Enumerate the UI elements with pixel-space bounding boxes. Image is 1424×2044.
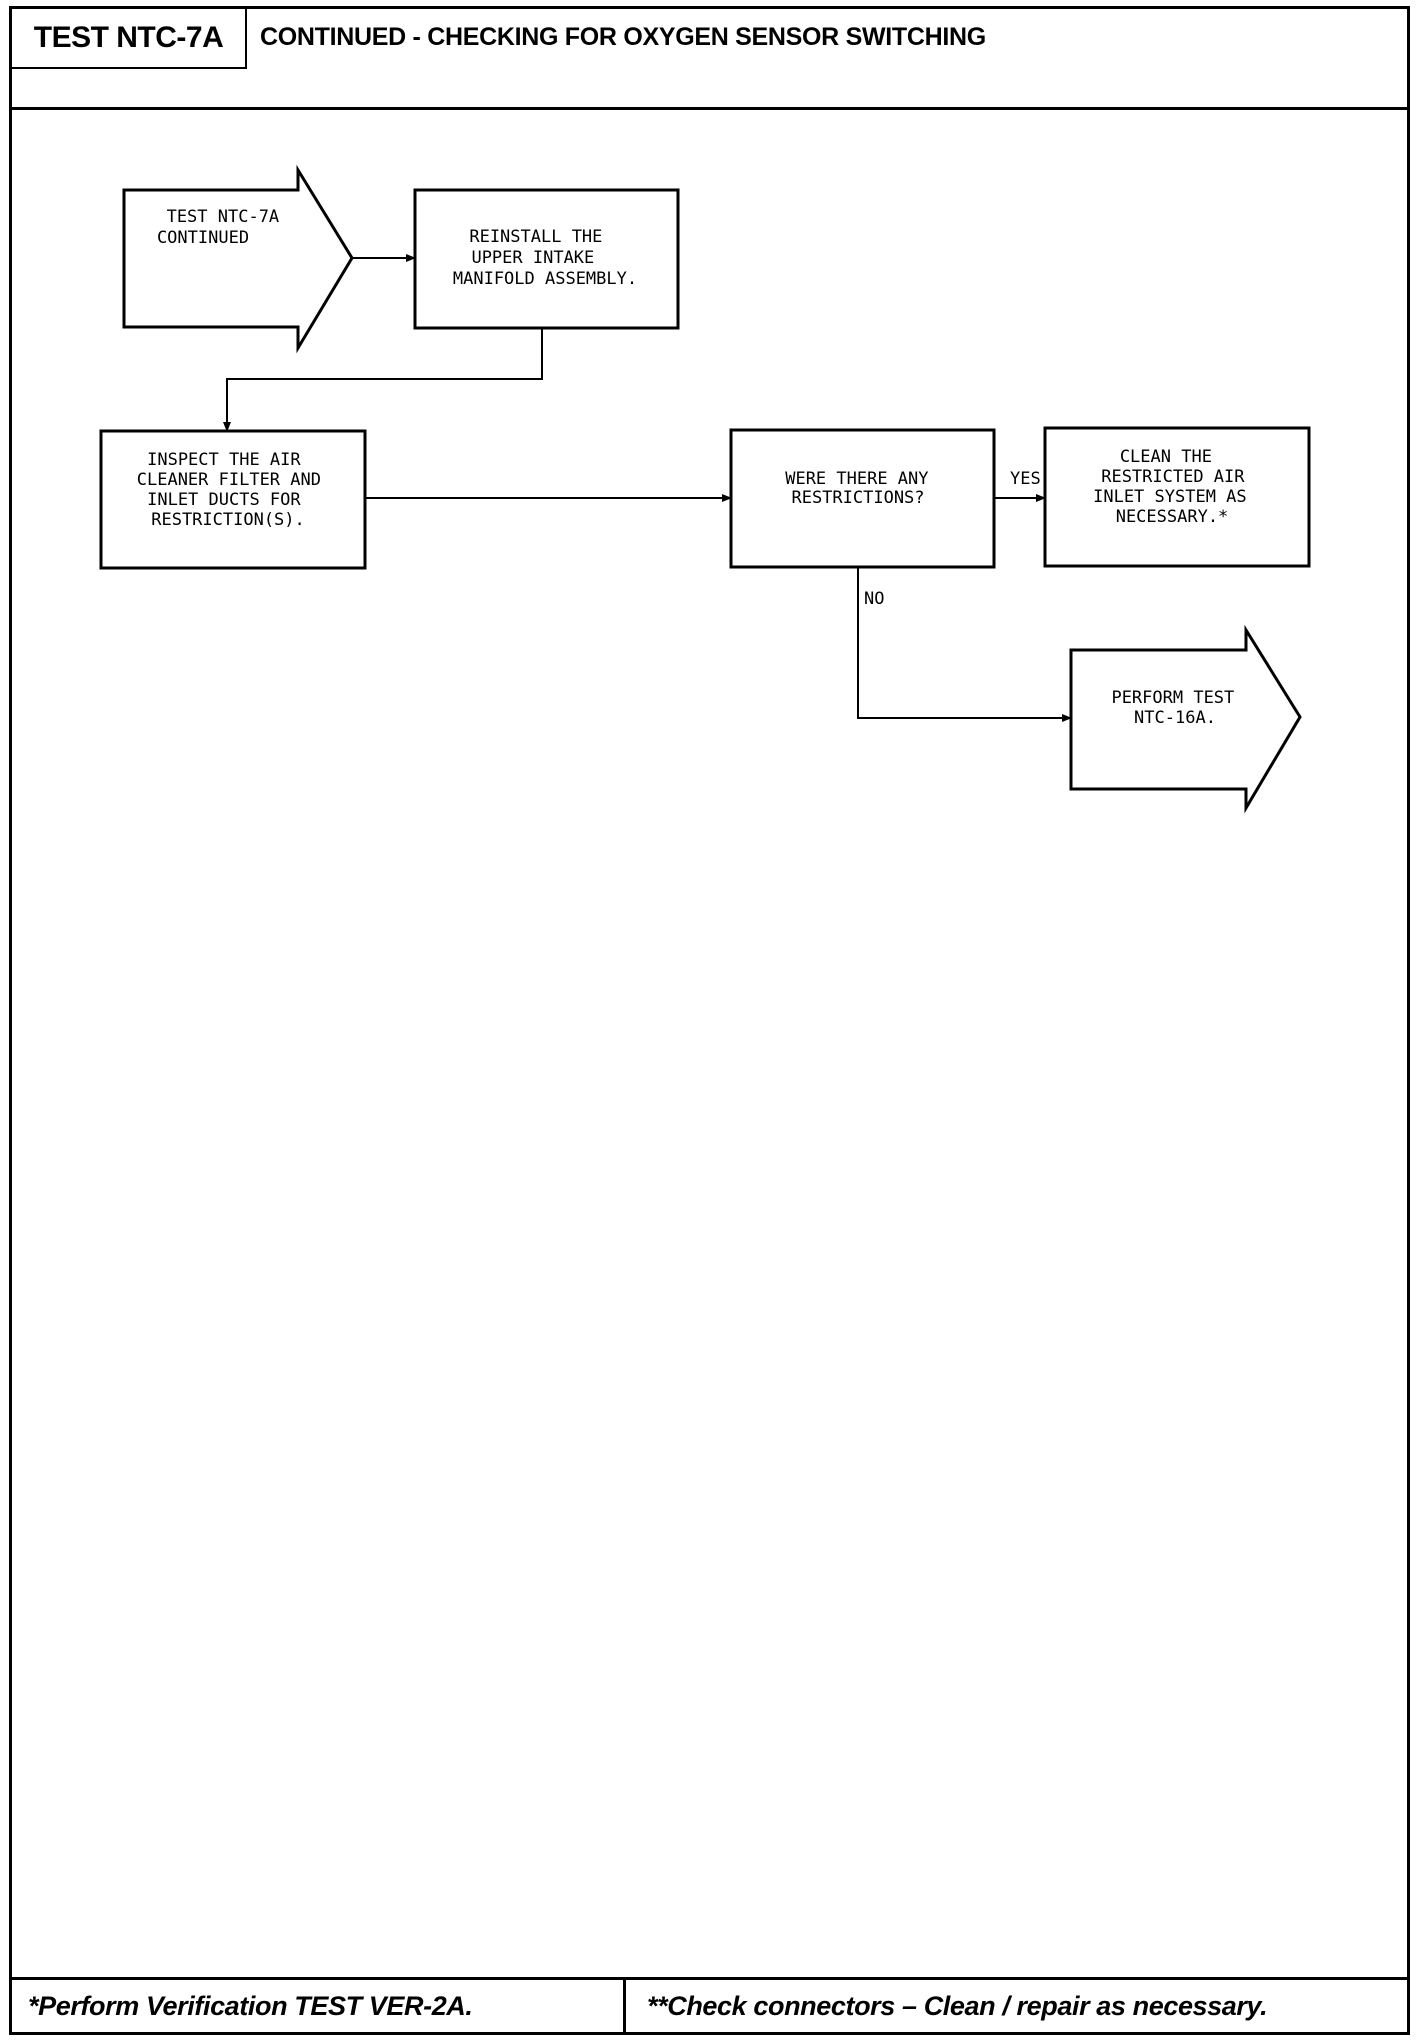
decision-box: [729, 428, 996, 569]
reinstall-line: MANIFOLD ASSEMBLY.: [453, 269, 637, 289]
decision-line: WERE THERE ANY: [785, 469, 928, 489]
yes-branch-label: YES: [1010, 469, 1041, 489]
connector-no-to-perform: [857, 567, 1072, 722]
end-line: PERFORM TEST: [1111, 688, 1234, 708]
inspect-line: RESTRICTION(S).: [151, 510, 305, 530]
connector-reinstall-to-inspect: [223, 328, 543, 432]
header: TEST NTC-7A CONTINUED - CHECKING FOR OXY…: [12, 9, 1407, 110]
inspect-line: INLET DUCTS FOR: [147, 490, 301, 510]
end-arrow-shape: [1069, 624, 1302, 814]
no-branch-label: NO: [864, 589, 884, 609]
clean-step-text: CLEAN THE RESTRICTED AIR INLET SYSTEM AS…: [1093, 447, 1257, 527]
clean-line: RESTRICTED AIR: [1101, 467, 1245, 487]
decision-text: WERE THERE ANY RESTRICTIONS?: [785, 469, 939, 508]
sheet-border: TEST NTC-7A CONTINUED - CHECKING FOR OXY…: [9, 6, 1410, 2035]
inspect-line: CLEANER FILTER AND: [137, 470, 321, 490]
footer-note-verification: *Perform Verification TEST VER-2A.: [12, 1980, 626, 2032]
decision-line: RESTRICTIONS?: [791, 488, 924, 508]
start-arrow-shape: [122, 164, 354, 354]
inspect-step-box: [99, 429, 367, 570]
clean-step-box: [1043, 426, 1311, 568]
inspect-line: INSPECT THE AIR: [147, 450, 301, 470]
reinstall-line: REINSTALL THE: [469, 227, 602, 247]
footer: *Perform Verification TEST VER-2A. **Che…: [12, 1977, 1407, 2032]
test-id-label: TEST NTC-7A: [12, 9, 247, 69]
clean-line: CLEAN THE: [1120, 447, 1212, 467]
end-text: PERFORM TEST NTC-16A.: [1111, 688, 1244, 728]
start-line: TEST NTC-7A: [167, 207, 280, 227]
clean-line: NECESSARY.*: [1116, 507, 1229, 527]
clean-line: INLET SYSTEM AS: [1093, 487, 1247, 507]
end-line: NTC-16A.: [1134, 708, 1216, 728]
footer-note-connectors: **Check connectors – Clean / repair as n…: [647, 1990, 1268, 2021]
reinstall-step-text: REINSTALL THE UPPER INTAKE MANIFOLD ASSE…: [453, 227, 637, 289]
reinstall-line: UPPER INTAKE: [471, 248, 594, 268]
inspect-step-text: INSPECT THE AIR CLEANER FILTER AND INLET…: [137, 450, 331, 530]
start-text: TEST NTC-7A CONTINUED: [157, 207, 289, 248]
start-line: CONTINUED: [157, 228, 249, 248]
page-title: CONTINUED - CHECKING FOR OXYGEN SENSOR S…: [260, 23, 986, 51]
